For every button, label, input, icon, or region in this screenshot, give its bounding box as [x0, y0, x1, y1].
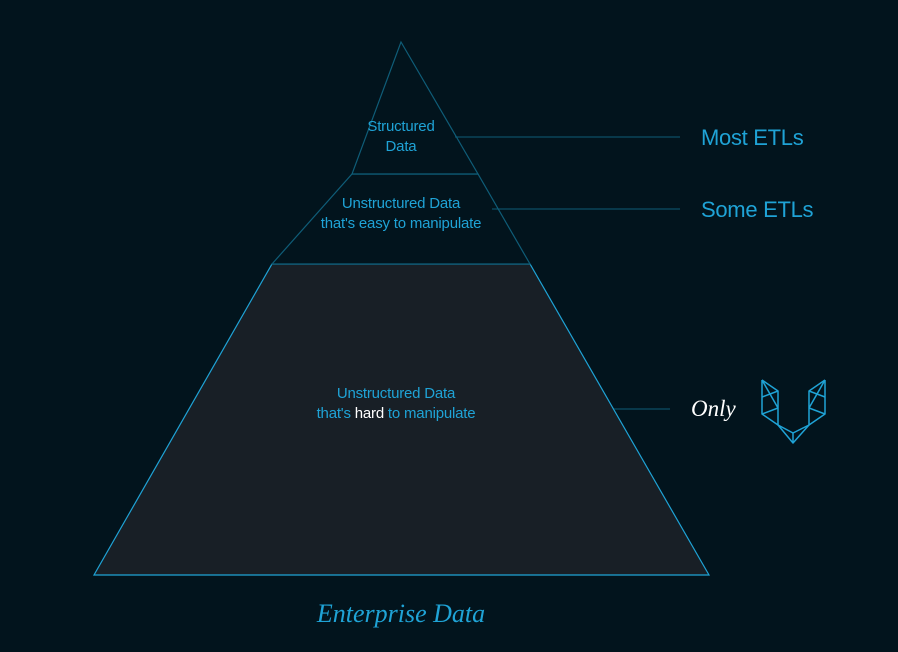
- tier-bottom-line1: Unstructured Data: [337, 385, 456, 402]
- tier-middle-line1: Unstructured Data: [342, 195, 461, 212]
- tier-top-line1: Structured: [367, 118, 434, 135]
- pyramid-tier-top: [351, 40, 480, 175]
- label-most-etls: Most ETLs: [701, 125, 804, 150]
- unstructured-logo-icon: [761, 379, 826, 444]
- tier-bottom-line2-prefix: that's: [317, 405, 355, 422]
- label-only: Only: [691, 396, 737, 421]
- tier-middle-line2: that's easy to manipulate: [321, 215, 481, 232]
- tier-top-line2: Data: [386, 138, 418, 155]
- tier-bottom-line2: that's hard to manipulate: [317, 405, 476, 422]
- label-some-etls: Some ETLs: [701, 197, 814, 222]
- tier-bottom-line2-suffix: to manipulate: [384, 405, 475, 422]
- footer-caption: Enterprise Data: [316, 599, 485, 628]
- tier-bottom-highlight: hard: [355, 405, 384, 422]
